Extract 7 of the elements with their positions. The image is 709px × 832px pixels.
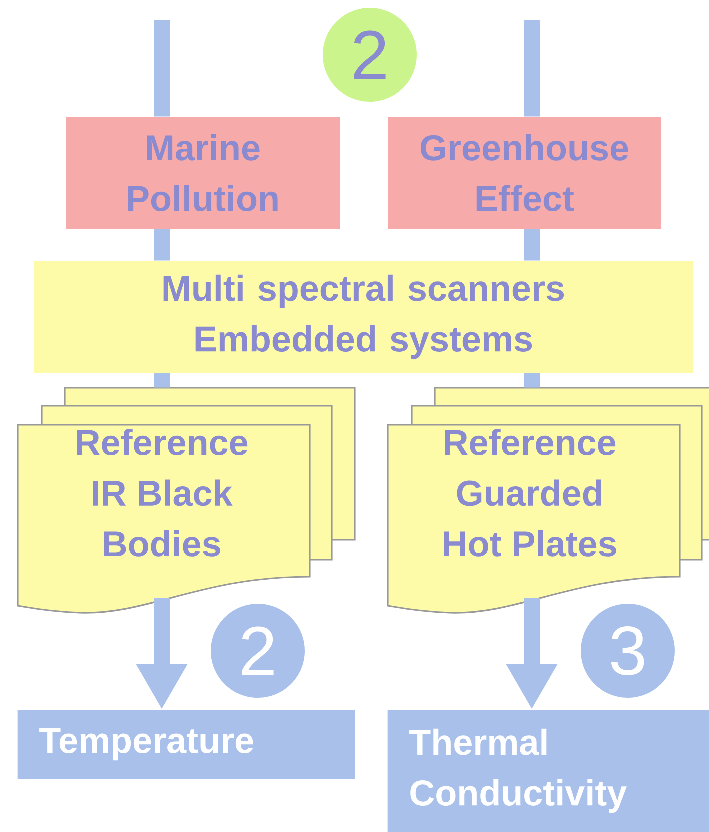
text-box: Greenhouse Effect	[388, 117, 661, 229]
document-stack: Reference IR Black Bodies	[17, 387, 356, 614]
document-stack: Reference Guarded Hot Plates	[387, 387, 709, 614]
result-box: Temperature	[18, 710, 356, 779]
text-box: Marine Pollution	[66, 117, 340, 229]
result-box: Thermal Conductivity	[388, 710, 709, 832]
text-box: Multi spectral scanners Embedded systems	[34, 261, 693, 373]
